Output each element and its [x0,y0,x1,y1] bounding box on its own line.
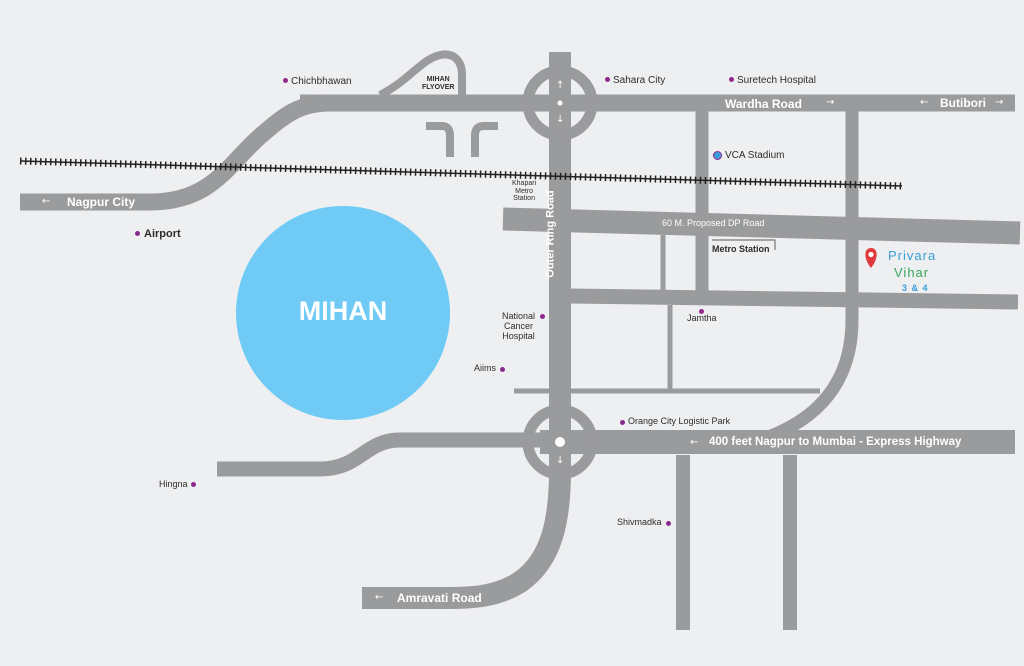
poi-dot [283,78,288,83]
poi-dot [620,420,625,425]
mihan-flyover [378,50,466,100]
poi-dot [135,231,140,236]
outer-ring-road-label: Outer Ring Road [544,190,557,278]
brand-name-line2: Vihar [894,265,930,280]
brand-name-line3: 3 & 4 [902,283,929,293]
arrow-icon: ← [42,196,51,207]
metro-marker-line [712,239,776,250]
vca-stadium-label: VCA Stadium [725,150,785,161]
poi-dot [666,521,671,526]
arrow-icon: → [995,97,1004,108]
shivmadka-label: Shivmadka [617,517,662,527]
poi-dot [699,309,704,314]
chichbhawan-label: Chichbhawan [291,76,352,87]
dp-road [502,207,1021,245]
poi-dot [191,482,196,487]
flyover-ramp-left [426,122,454,157]
nagpur-city-road [20,94,331,211]
aiims-label: Aiims [474,363,496,373]
dp-road-label: 60 M. Proposed DP Road [662,218,765,228]
metro-icon [713,151,722,160]
hingna-road [217,432,540,477]
arrow-icon: ↓ [556,455,565,466]
orange-city-label: Orange City Logistic Park [628,416,731,426]
sahara-city-label: Sahara City [613,75,666,86]
outer-ring-road [362,52,571,609]
poi-dot [540,314,545,319]
nagpur-city-label: Nagpur City [67,195,136,209]
roundabout-bottom [522,404,598,480]
amravati-road-label: Amravati Road [397,591,482,605]
roundabout-top [522,65,598,141]
map-pin-icon [865,248,877,268]
butibori-label: Butibori [940,96,986,110]
suretech-hospital-label: Suretech Hospital [737,75,816,86]
mihan-label: MIHAN [298,296,388,326]
metro-station-label: Metro Station [712,244,770,254]
flyover-ramp-right [471,122,498,157]
privara-road [569,288,1019,310]
mihan-zone [236,206,450,420]
arrow-icon: ← [920,97,929,108]
wardha-road-label: Wardha Road [725,97,802,111]
brand-name-line1: Privara [888,248,937,263]
khapari-metro-label: Khapari Metro Station [512,180,537,203]
roundabout-center [555,437,565,447]
arrow-icon: ← [690,437,699,448]
national-cancer-hospital-label: National Cancer Hospital [502,311,536,341]
express-highway-label: 400 feet Nagpur to Mumbai - Express High… [709,436,962,448]
arrow-icon: ↓ [556,114,565,125]
mihan-flyover-label: MIHAN FLYOVER [422,76,455,91]
poi-dot [729,77,734,82]
airport-label: Airport [144,228,181,240]
arrow-icon: ↑ [556,80,565,91]
jamtha-label: Jamtha [687,313,717,323]
arrow-icon: → [826,97,835,108]
poi-dot [500,367,505,372]
arrow-icon: ← [375,592,384,603]
poi-dot [605,77,610,82]
hingna-label: Hingna [159,479,188,489]
